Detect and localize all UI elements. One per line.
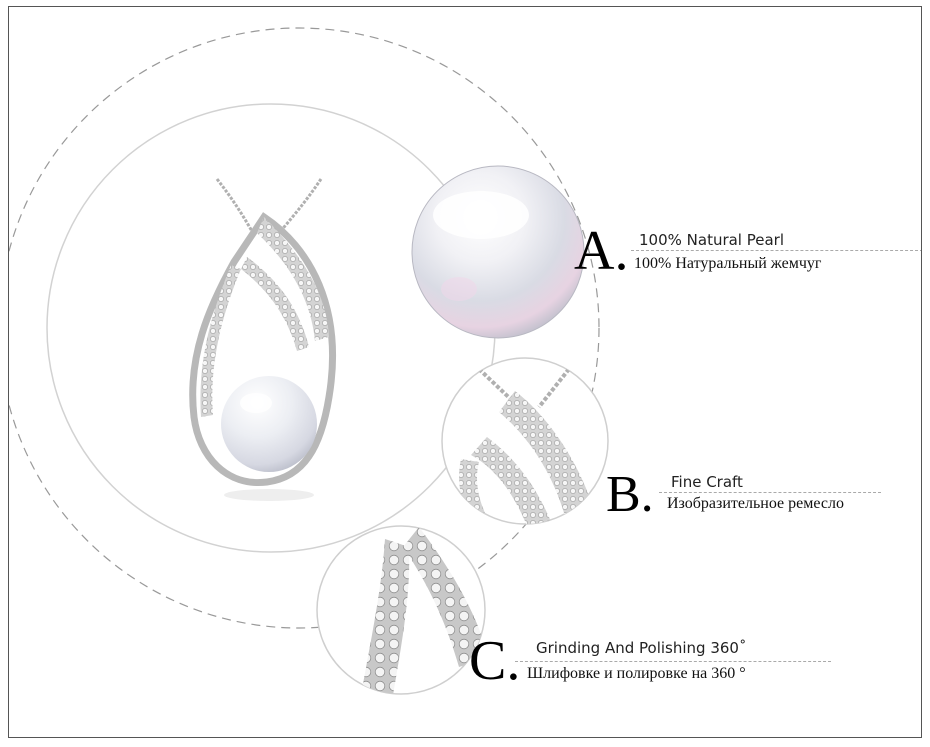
feature-subtitle-c: Шлифовке и полировке на 360 ° <box>527 665 746 682</box>
feature-title-c: Grinding And Polishing 360˚ <box>536 639 747 657</box>
pearl-closeup-image <box>411 165 585 339</box>
dashed-rule-a <box>631 250 921 251</box>
outer-dashed-ring <box>9 27 600 629</box>
feature-subtitle-a: 100% Натуральный жемчуг <box>634 255 822 272</box>
feature-letter-b: B. <box>606 466 654 523</box>
feature-letter-a: A. <box>574 220 629 282</box>
dashed-rule-c <box>515 661 831 662</box>
pendant-image <box>189 178 336 501</box>
product-feature-panel: A. 100% Natural Pearl 100% Натуральный ж… <box>8 6 922 738</box>
feature-subtitle-b: Изобразительное ремесло <box>667 495 844 512</box>
illustration <box>9 27 609 695</box>
dashed-rule-b <box>659 492 881 493</box>
bail-closeup-image <box>441 357 609 525</box>
feature-title-a: 100% Natural Pearl <box>639 231 785 249</box>
feature-letter-c: C. <box>469 630 521 692</box>
stone-closeup-image <box>316 525 486 695</box>
feature-title-b: Fine Craft <box>671 473 743 491</box>
